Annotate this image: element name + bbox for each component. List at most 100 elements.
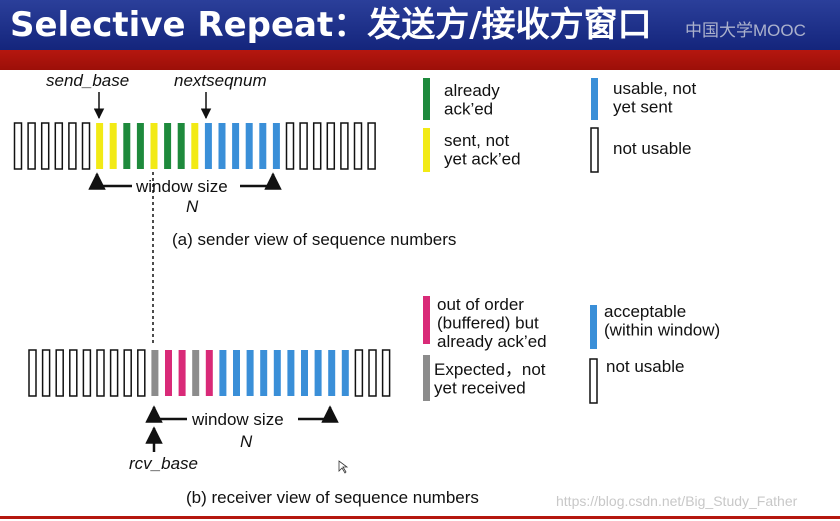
receiver-legend-text: yet received xyxy=(434,379,526,398)
sender-seq-box-unusable xyxy=(299,122,308,170)
sender-seq-box-usable xyxy=(245,123,253,169)
receiver-legend-text: out of order xyxy=(437,295,524,314)
sender-legend-text: not usable xyxy=(613,139,691,158)
sender-seq-box-unusable xyxy=(367,122,376,170)
sender-legend-text: yet sent xyxy=(613,98,673,117)
receiver-seq-box-acceptable xyxy=(233,350,240,396)
sender-seq-box-sent xyxy=(109,123,117,169)
receiver-seq-box-unusable xyxy=(123,349,132,397)
sender-window-size-label: window size xyxy=(135,177,228,196)
receiver-legend-text: (within window) xyxy=(604,321,720,340)
sender-legend-swatch-unusable xyxy=(590,127,599,173)
title-bar: Selective Repeat：发送方/接收方窗口 中国大学MOOC xyxy=(0,0,840,50)
sender-window-right-arrow xyxy=(240,172,282,190)
sender-legend-text: sent, not xyxy=(444,131,509,150)
send-base-label: send_base xyxy=(46,71,129,90)
receiver-seq-box-unusable xyxy=(137,349,146,397)
receiver-seq-box-acceptable xyxy=(273,350,281,396)
title-red-rule xyxy=(0,50,840,70)
sender-seq-box-acked xyxy=(164,123,172,169)
receiver-legend-swatch-expected xyxy=(423,355,430,401)
sender-seq-box-unusable xyxy=(326,122,336,170)
sender-seq-box-unusable xyxy=(13,122,23,170)
receiver-legend-text: already ack’ed xyxy=(437,332,547,351)
cursor-icon xyxy=(338,460,349,474)
receiver-seq-box-unusable xyxy=(41,349,51,397)
slide-title: Selective Repeat：发送方/接收方窗口 xyxy=(10,5,652,45)
receiver-legend-text: acceptable xyxy=(604,302,686,321)
receiver-seq-box-buffered xyxy=(165,350,172,396)
sender-legend-text: already xyxy=(444,81,500,100)
receiver-seq-box-buffered xyxy=(178,350,186,396)
receiver-seq-box-unusable xyxy=(69,349,78,397)
receiver-seq-box-acceptable xyxy=(219,350,227,396)
receiver-seq-box-acceptable xyxy=(341,350,349,396)
sender-legend-swatch-sent xyxy=(423,128,430,172)
sender-seq-box-usable xyxy=(218,123,226,169)
sender-window-left-arrow xyxy=(88,172,132,190)
sender-seq-box-unusable xyxy=(340,122,349,170)
sender-legend-swatch-acked xyxy=(423,78,430,120)
sender-seq-box-sent xyxy=(191,123,199,169)
receiver-seq-box-acceptable xyxy=(328,350,336,396)
bottom-red-rule xyxy=(0,516,840,519)
receiver-window-right-arrow xyxy=(298,405,339,423)
receiver-seq-box-unusable xyxy=(368,349,377,397)
nextseqnum-label: nextseqnum xyxy=(174,71,267,90)
sender-seq-box-usable xyxy=(204,123,212,169)
sender-window-n: N xyxy=(186,197,199,216)
receiver-seq-box-unusable xyxy=(96,349,105,397)
sender-seq-box-sent xyxy=(150,123,158,169)
receiver-window-left-arrow xyxy=(145,405,187,423)
receiver-seq-box-acceptable xyxy=(260,350,268,396)
sender-seq-box-acked xyxy=(136,123,144,169)
sender-legend-text: yet ack’ed xyxy=(444,150,521,169)
sender-seq-box-acked xyxy=(123,123,131,169)
csdn-watermark: https://blog.csdn.net/Big_Study_Father xyxy=(556,493,798,509)
rcv-base-label: rcv_base xyxy=(129,454,198,473)
receiver-legend-text: (buffered) but xyxy=(437,314,539,333)
receiver-seq-box-buffered xyxy=(205,350,213,396)
receiver-legend-swatch-buffered xyxy=(423,296,430,344)
receiver-seq-box-expected xyxy=(151,350,159,396)
receiver-seq-box-expected xyxy=(192,350,200,396)
sender-seq-box-sent xyxy=(96,123,104,169)
receiver-seq-box-unusable xyxy=(28,349,37,397)
receiver-caption: (b) receiver view of sequence numbers xyxy=(186,488,479,507)
receiver-window-n: N xyxy=(240,432,253,451)
receiver-seq-box-unusable xyxy=(109,349,119,397)
sender-legend-text: usable, not xyxy=(613,79,696,98)
sender-seq-box-unusable xyxy=(312,122,322,170)
receiver-seq-box-acceptable xyxy=(314,350,322,396)
sender-seq-box-usable xyxy=(272,123,280,169)
receiver-seq-box-unusable xyxy=(82,349,92,397)
receiver-window-size-label: window size xyxy=(191,410,284,429)
sender-seq-box-unusable xyxy=(285,122,295,170)
receiver-legend-swatch-unusable xyxy=(589,358,598,404)
sender-caption: (a) sender view of sequence numbers xyxy=(172,230,456,249)
sender-legend-swatch-usable xyxy=(591,78,598,120)
sender-seq-box-unusable xyxy=(68,122,77,170)
receiver-legend-text: Expected，not xyxy=(434,360,546,379)
sender-seq-box-usable xyxy=(232,123,240,169)
sender-seq-box-usable xyxy=(259,123,267,169)
receiver-legend-swatch-acceptable xyxy=(590,305,597,349)
receiver-seq-box-acceptable xyxy=(246,350,254,396)
sender-seq-box-unusable xyxy=(81,122,91,170)
mooc-watermark: 中国大学MOOC xyxy=(685,21,806,40)
sender-sequence-row xyxy=(13,122,376,170)
receiver-seq-box-acceptable xyxy=(287,350,295,396)
receiver-sequence-row xyxy=(28,349,391,397)
receiver-seq-box-unusable xyxy=(55,349,64,397)
sender-legend-text: ack’ed xyxy=(444,100,493,119)
receiver-seq-box-unusable xyxy=(354,349,364,397)
sender-seq-box-unusable xyxy=(54,122,64,170)
receiver-seq-box-unusable xyxy=(381,349,391,397)
sender-seq-box-unusable xyxy=(27,122,36,170)
sender-seq-box-unusable xyxy=(40,122,50,170)
receiver-legend-text: not usable xyxy=(606,357,684,376)
sender-seq-box-unusable xyxy=(353,122,363,170)
